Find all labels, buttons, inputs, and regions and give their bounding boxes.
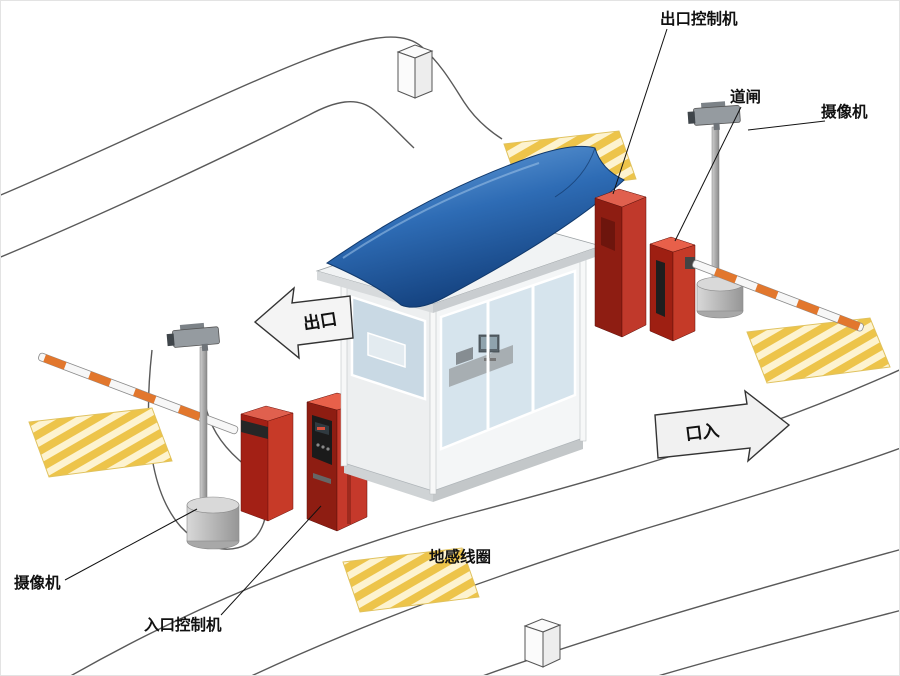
ground-loop-right: [746, 317, 891, 384]
entry-barrier-machine: [240, 405, 294, 522]
exit-barrier-machine: [649, 236, 696, 342]
annotations: 出口控制机 道闸 摄像机 摄像机 入口控制机 地感线圈: [14, 9, 868, 634]
camera-right-head: [687, 101, 741, 131]
exit-sign-arrow: 出口: [253, 286, 354, 360]
entry-arrow: 口入: [654, 389, 791, 463]
camera-left-head: [166, 322, 220, 352]
label-exit-controller: 出口控制机: [660, 9, 738, 28]
label-ground-loop: 地感线圈: [429, 547, 491, 566]
booth-desk: [449, 345, 513, 387]
pillar-bottom-right: [523, 618, 562, 668]
entry-barrier-arm: [38, 352, 239, 435]
ground-loop-left: [28, 407, 173, 478]
leader-exit-controller: [612, 28, 668, 195]
exit-barrier-arm: [692, 259, 864, 332]
camera-pole-left: [166, 322, 240, 550]
canopy: [325, 145, 625, 308]
pillar-top: [396, 44, 434, 99]
exit-controller-machine: [594, 188, 647, 338]
camera-pole-right: [687, 101, 744, 319]
leader-camera-right: [747, 120, 826, 131]
label-barrier-gate: 道闸: [730, 87, 761, 106]
leader-barrier-gate: [674, 106, 742, 242]
leader-entry-controller: [220, 505, 322, 616]
entry-arrow-text: 口入: [684, 421, 720, 444]
label-camera-left: 摄像机: [14, 573, 61, 592]
booth-service-hatch: [367, 331, 406, 369]
label-entry-controller: 入口控制机: [144, 615, 222, 634]
ground-loop-patches: [28, 130, 891, 613]
leader-camera-left: [64, 508, 198, 581]
ground-loop-bottom: [342, 547, 480, 613]
label-camera-right: 摄像机: [821, 102, 868, 121]
